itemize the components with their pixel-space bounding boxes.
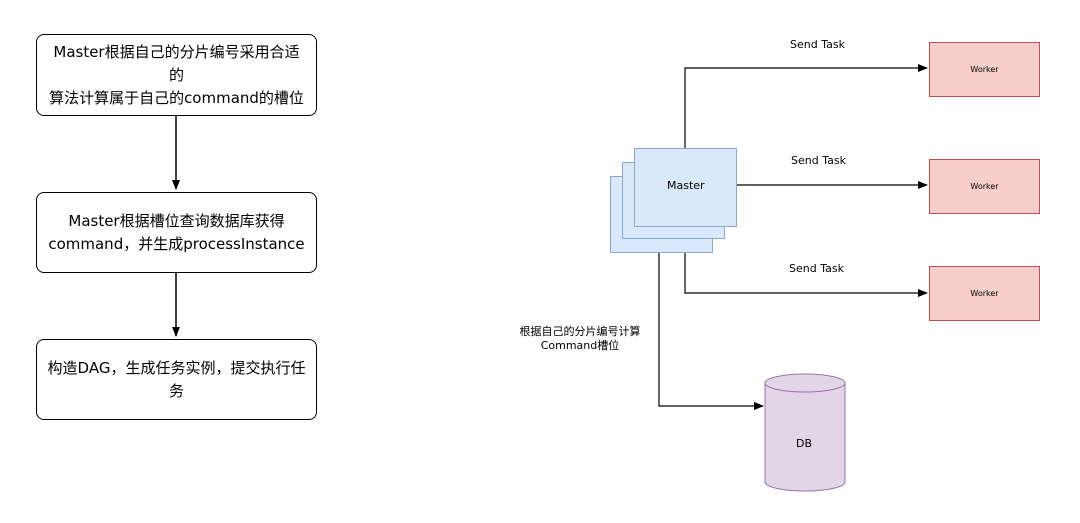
flow-step-1-line-1: Master根据自己的分片编号采用合适的	[53, 42, 300, 84]
send-task-label-3: Send Task	[789, 262, 844, 275]
send-task-edge-1	[684, 64, 928, 148]
slot-label-line-1: 根据自己的分片编号计算	[519, 325, 641, 338]
worker-node-2: Worker	[929, 159, 1040, 214]
flow-step-1-line-2: 算法计算属于自己的command的槽位	[49, 88, 304, 107]
flow-step-3-line-1: 构造DAG，生成任务实例，提交执行任务	[47, 358, 306, 400]
worker-node-3: Worker	[929, 266, 1040, 321]
send-task-label-1: Send Task	[790, 38, 845, 51]
flow-step-compute-slot: Master根据自己的分片编号采用合适的 算法计算属于自己的command的槽位	[36, 34, 317, 116]
worker-label-1: Worker	[970, 65, 999, 74]
send-task-label-2: Send Task	[791, 154, 846, 167]
master-label: Master	[667, 179, 705, 192]
worker-label-2: Worker	[970, 182, 999, 191]
flow-step-2-line-1: Master根据槽位查询数据库获得	[68, 211, 285, 230]
flow-step-query-command: Master根据槽位查询数据库获得 command，并生成processInst…	[36, 192, 317, 273]
db-label: DB	[796, 437, 813, 450]
worker-node-1: Worker	[929, 42, 1040, 97]
flow-step-2-line-2: command，并生成processInstance	[48, 234, 305, 253]
db-cylinder	[764, 373, 846, 492]
slot-label-line-2: Command槽位	[540, 339, 620, 352]
slot-edge-label: 根据自己的分片编号计算 Command槽位	[515, 325, 645, 353]
slot-edge	[658, 241, 764, 410]
flow-step-build-dag: 构造DAG，生成任务实例，提交执行任务	[36, 339, 317, 420]
master-node	[634, 148, 737, 227]
worker-label-3: Worker	[970, 289, 999, 298]
